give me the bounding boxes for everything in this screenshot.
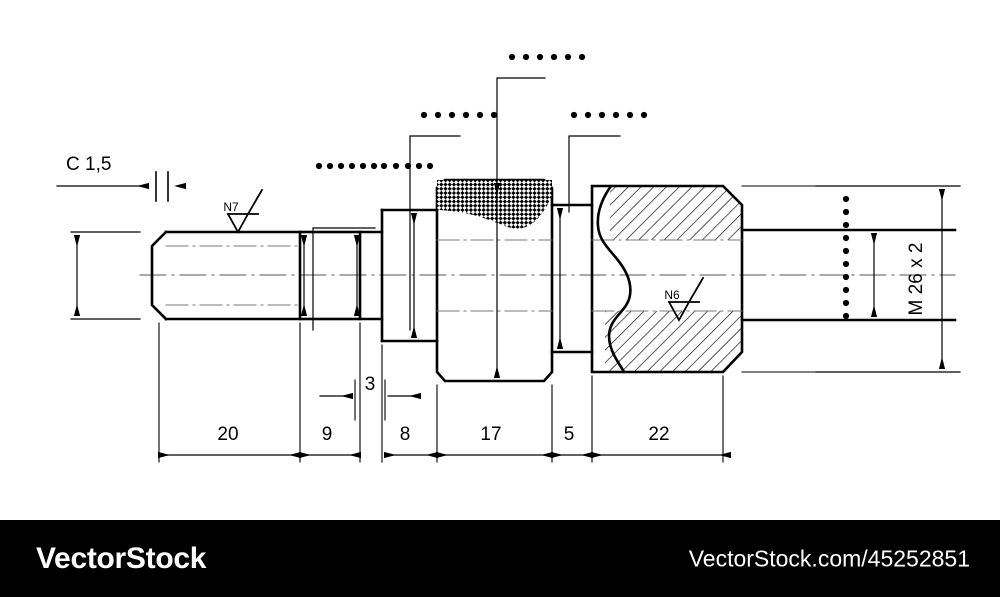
extension-lines <box>158 322 724 463</box>
vectorstock-url: VectorStock.com/45252851 <box>688 545 970 571</box>
chamfer-label: C 1,5 <box>66 154 111 175</box>
leader-line-right <box>568 135 621 213</box>
vectorstock-logo: VectorStock <box>36 541 207 575</box>
leader-dots-top <box>508 53 586 61</box>
flange-internal-edges <box>591 239 743 312</box>
leader-dots-knurl <box>315 162 434 170</box>
dim-label-20: 20 <box>217 424 238 445</box>
knurled-collar-internal-edges <box>436 239 553 312</box>
shaft-segment-3 <box>358 230 384 321</box>
thread-major-dimension <box>815 185 961 373</box>
watermark-footer: VectorStock VectorStock.com/45252851 <box>0 520 1000 597</box>
leader-line-top <box>496 77 546 201</box>
surface-finish-n6-label: N6 <box>664 288 680 302</box>
surface-finish-n6 <box>667 276 705 322</box>
dim-label-3: 3 <box>365 374 376 395</box>
diameter-dim-left <box>70 231 141 320</box>
leader-dots-step <box>420 111 498 119</box>
shaft-segment-1 <box>150 230 302 321</box>
diameter-dots-right <box>842 195 850 320</box>
knurl-pattern <box>437 180 552 229</box>
dim-label-22: 22 <box>648 424 669 445</box>
flange-section-hatching <box>605 186 742 372</box>
surface-finish-n7 <box>226 188 264 234</box>
dim-label-8: 8 <box>400 424 411 445</box>
diameter-dim-collar <box>300 235 361 316</box>
surface-finish-n7-label: N7 <box>223 200 239 214</box>
dim-label-9: 9 <box>322 424 333 445</box>
shaft-segment-1-chamfer-edges <box>165 245 301 306</box>
technical-drawing-canvas: N7 N6 C 1,5 <box>56 53 961 463</box>
chamfer-dimension <box>56 171 186 202</box>
leader-line-step <box>409 135 461 331</box>
diameter-dim-thread-minor <box>835 229 881 321</box>
break-line <box>596 184 632 374</box>
leader-line-knurl <box>312 227 376 331</box>
thread-label: M 26 x 2 <box>906 243 927 316</box>
dim-label-5: 5 <box>564 424 575 445</box>
shaft-segment-6 <box>550 203 594 354</box>
dim-label-17: 17 <box>480 424 501 445</box>
leader-dots-right <box>570 111 648 119</box>
